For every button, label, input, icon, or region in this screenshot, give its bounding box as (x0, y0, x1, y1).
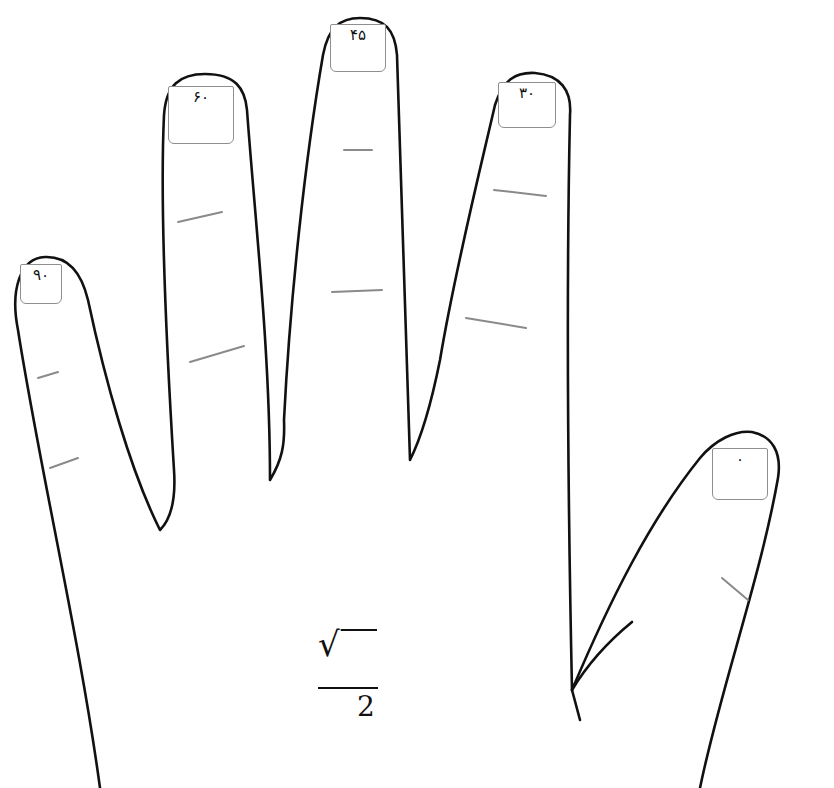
palm-crease (572, 622, 632, 690)
palm-crease (572, 690, 580, 720)
radical-overline (341, 629, 377, 631)
knuckle-crease (466, 318, 526, 328)
fingernail: ۹۰ (20, 264, 62, 304)
angle-value: ۴۵ (350, 27, 366, 44)
knuckle-crease (50, 458, 78, 468)
angle-value: ۶۰ (193, 89, 209, 106)
fingernail: ۶۰ (168, 86, 234, 144)
knuckle-crease (332, 290, 382, 292)
angle-value: ۹۰ (33, 267, 49, 284)
knuckle-crease (722, 578, 748, 600)
knuckle-crease (190, 346, 244, 362)
knuckle-crease (38, 372, 58, 378)
fingernail: ۴۵ (330, 24, 386, 72)
hand-outline (15, 18, 779, 788)
knuckle-crease (494, 190, 546, 196)
knuckle-crease (178, 212, 222, 222)
angle-value: ۳۰ (519, 85, 535, 102)
fingernail: ۰ (712, 448, 768, 500)
knuckle-crease (344, 149, 372, 151)
angle-value: ۰ (736, 451, 744, 468)
fingernail: ۳۰ (498, 82, 556, 128)
fraction-bar (318, 687, 378, 689)
denominator: 2 (357, 692, 375, 723)
radical-sign: √ (318, 626, 340, 663)
